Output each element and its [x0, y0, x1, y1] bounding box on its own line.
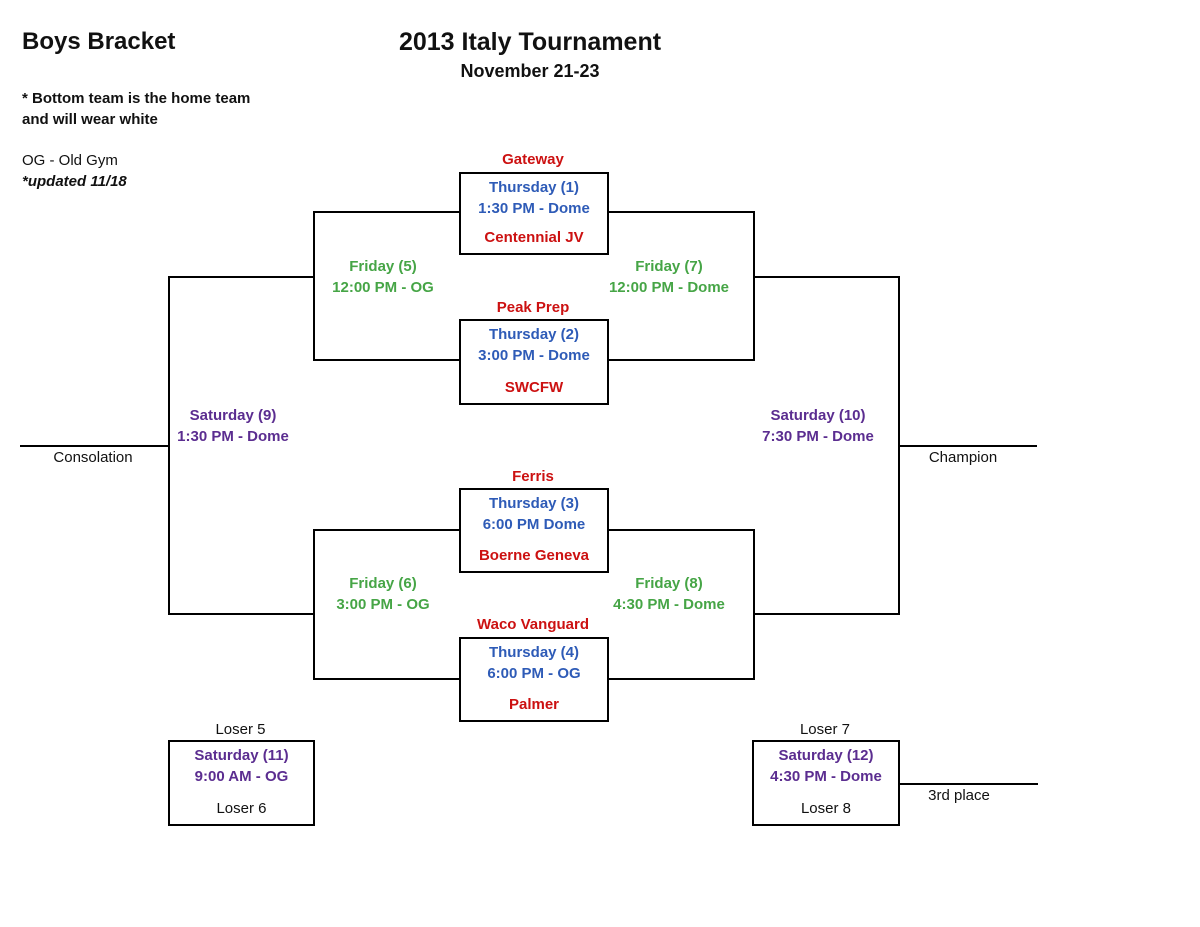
game-9-day: Saturday (9) — [189, 407, 277, 424]
game-12-time: 4:30 PM - Dome — [770, 768, 882, 785]
bracket-line — [313, 211, 459, 213]
game-10-label: Saturday (10) 7:30 PM - Dome — [745, 405, 891, 447]
game-12-box: Saturday (12) 4:30 PM - Dome Loser 8 — [752, 740, 900, 826]
game-3-top-team: Ferris — [512, 468, 554, 485]
bracket-line — [168, 613, 315, 615]
consolation-line — [20, 445, 168, 447]
game-11-time: 9:00 AM - OG — [194, 768, 289, 785]
game-3-box: Thursday (3) 6:00 PM Dome Boerne Geneva — [459, 488, 609, 573]
game-8-label: Friday (8) 4:30 PM - Dome — [596, 573, 742, 615]
bracket-line — [313, 529, 315, 680]
bracket-line — [607, 529, 753, 531]
bracket-line — [753, 613, 900, 615]
game-1-time: 1:30 PM - Dome — [478, 200, 590, 217]
bracket-line — [753, 211, 755, 361]
game-7-day: Friday (7) — [635, 258, 703, 275]
champion-line — [898, 445, 1037, 447]
third-place-label: 3rd place — [928, 787, 990, 804]
game-6-time: 3:00 PM - OG — [336, 596, 430, 613]
home-team-note-line2: and will wear white — [22, 111, 158, 128]
game-4-top-team: Waco Vanguard — [477, 616, 589, 633]
game-3-time: 6:00 PM Dome — [482, 516, 586, 533]
game-6-label: Friday (6) 3:00 PM - OG — [310, 573, 456, 615]
game-12-day: Saturday (12) — [778, 747, 874, 764]
game-7-time: 12:00 PM - Dome — [608, 279, 730, 296]
bracket-line — [607, 678, 753, 680]
bracket-line — [753, 276, 900, 278]
game-12-top-team: Loser 7 — [799, 721, 851, 738]
third-place-line — [898, 783, 1038, 785]
game-4-bottom-team: Palmer — [508, 696, 560, 713]
game-10-day: Saturday (10) — [770, 407, 866, 424]
game-5-label: Friday (5) 12:00 PM - OG — [310, 256, 456, 298]
game-9-label: Saturday (9) 1:30 PM - Dome — [160, 405, 306, 447]
game-7-label: Friday (7) 12:00 PM - Dome — [596, 256, 742, 298]
page-subtitle: November 21-23 — [460, 61, 600, 81]
game-1-box: Thursday (1) 1:30 PM - Dome Centennial J… — [459, 172, 609, 255]
bracket-line — [313, 678, 459, 680]
game-10-time: 7:30 PM - Dome — [762, 428, 874, 445]
game-5-day: Friday (5) — [349, 258, 417, 275]
og-legend: OG - Old Gym — [22, 152, 118, 169]
updated-note: *updated 11/18 — [22, 173, 127, 190]
game-2-time: 3:00 PM - Dome — [478, 347, 590, 364]
game-11-bottom-team: Loser 6 — [216, 800, 267, 817]
consolation-label: Consolation — [53, 449, 133, 466]
game-8-time: 4:30 PM - Dome — [613, 596, 725, 613]
bracket-line — [607, 211, 753, 213]
bracket-line — [607, 359, 753, 361]
champion-label: Champion — [928, 449, 998, 466]
game-2-day: Thursday (2) — [488, 326, 579, 343]
game-4-time: 6:00 PM - OG — [487, 665, 581, 682]
game-2-box: Thursday (2) 3:00 PM - Dome SWCFW — [459, 319, 609, 405]
game-1-day: Thursday (1) — [488, 179, 579, 196]
page-title: 2013 Italy Tournament — [398, 28, 662, 56]
game-4-box: Thursday (4) 6:00 PM - OG Palmer — [459, 637, 609, 722]
game-11-box: Saturday (11) 9:00 AM - OG Loser 6 — [168, 740, 315, 826]
game-3-day: Thursday (3) — [488, 495, 579, 512]
game-1-top-team: Gateway — [502, 151, 564, 168]
game-8-day: Friday (8) — [635, 575, 703, 592]
bracket-line — [753, 529, 755, 680]
game-3-bottom-team: Boerne Geneva — [478, 547, 590, 564]
game-11-day: Saturday (11) — [194, 747, 289, 764]
bracket-line — [313, 211, 315, 361]
game-2-top-team: Peak Prep — [496, 299, 570, 316]
bracket-line — [168, 276, 170, 615]
game-5-time: 12:00 PM - OG — [332, 279, 434, 296]
game-6-day: Friday (6) — [349, 575, 417, 592]
game-12-bottom-team: Loser 8 — [800, 800, 852, 817]
home-team-note-line1: * Bottom team is the home team — [22, 90, 251, 107]
game-1-bottom-team: Centennial JV — [484, 229, 584, 246]
bracket-title: Boys Bracket — [22, 28, 176, 55]
game-11-top-team: Loser 5 — [215, 721, 266, 738]
bracket-line — [168, 276, 315, 278]
bracket-line — [313, 359, 459, 361]
bracket-line — [313, 529, 459, 531]
game-9-time: 1:30 PM - Dome — [177, 428, 289, 445]
game-2-bottom-team: SWCFW — [504, 379, 564, 396]
game-4-day: Thursday (4) — [488, 644, 579, 661]
